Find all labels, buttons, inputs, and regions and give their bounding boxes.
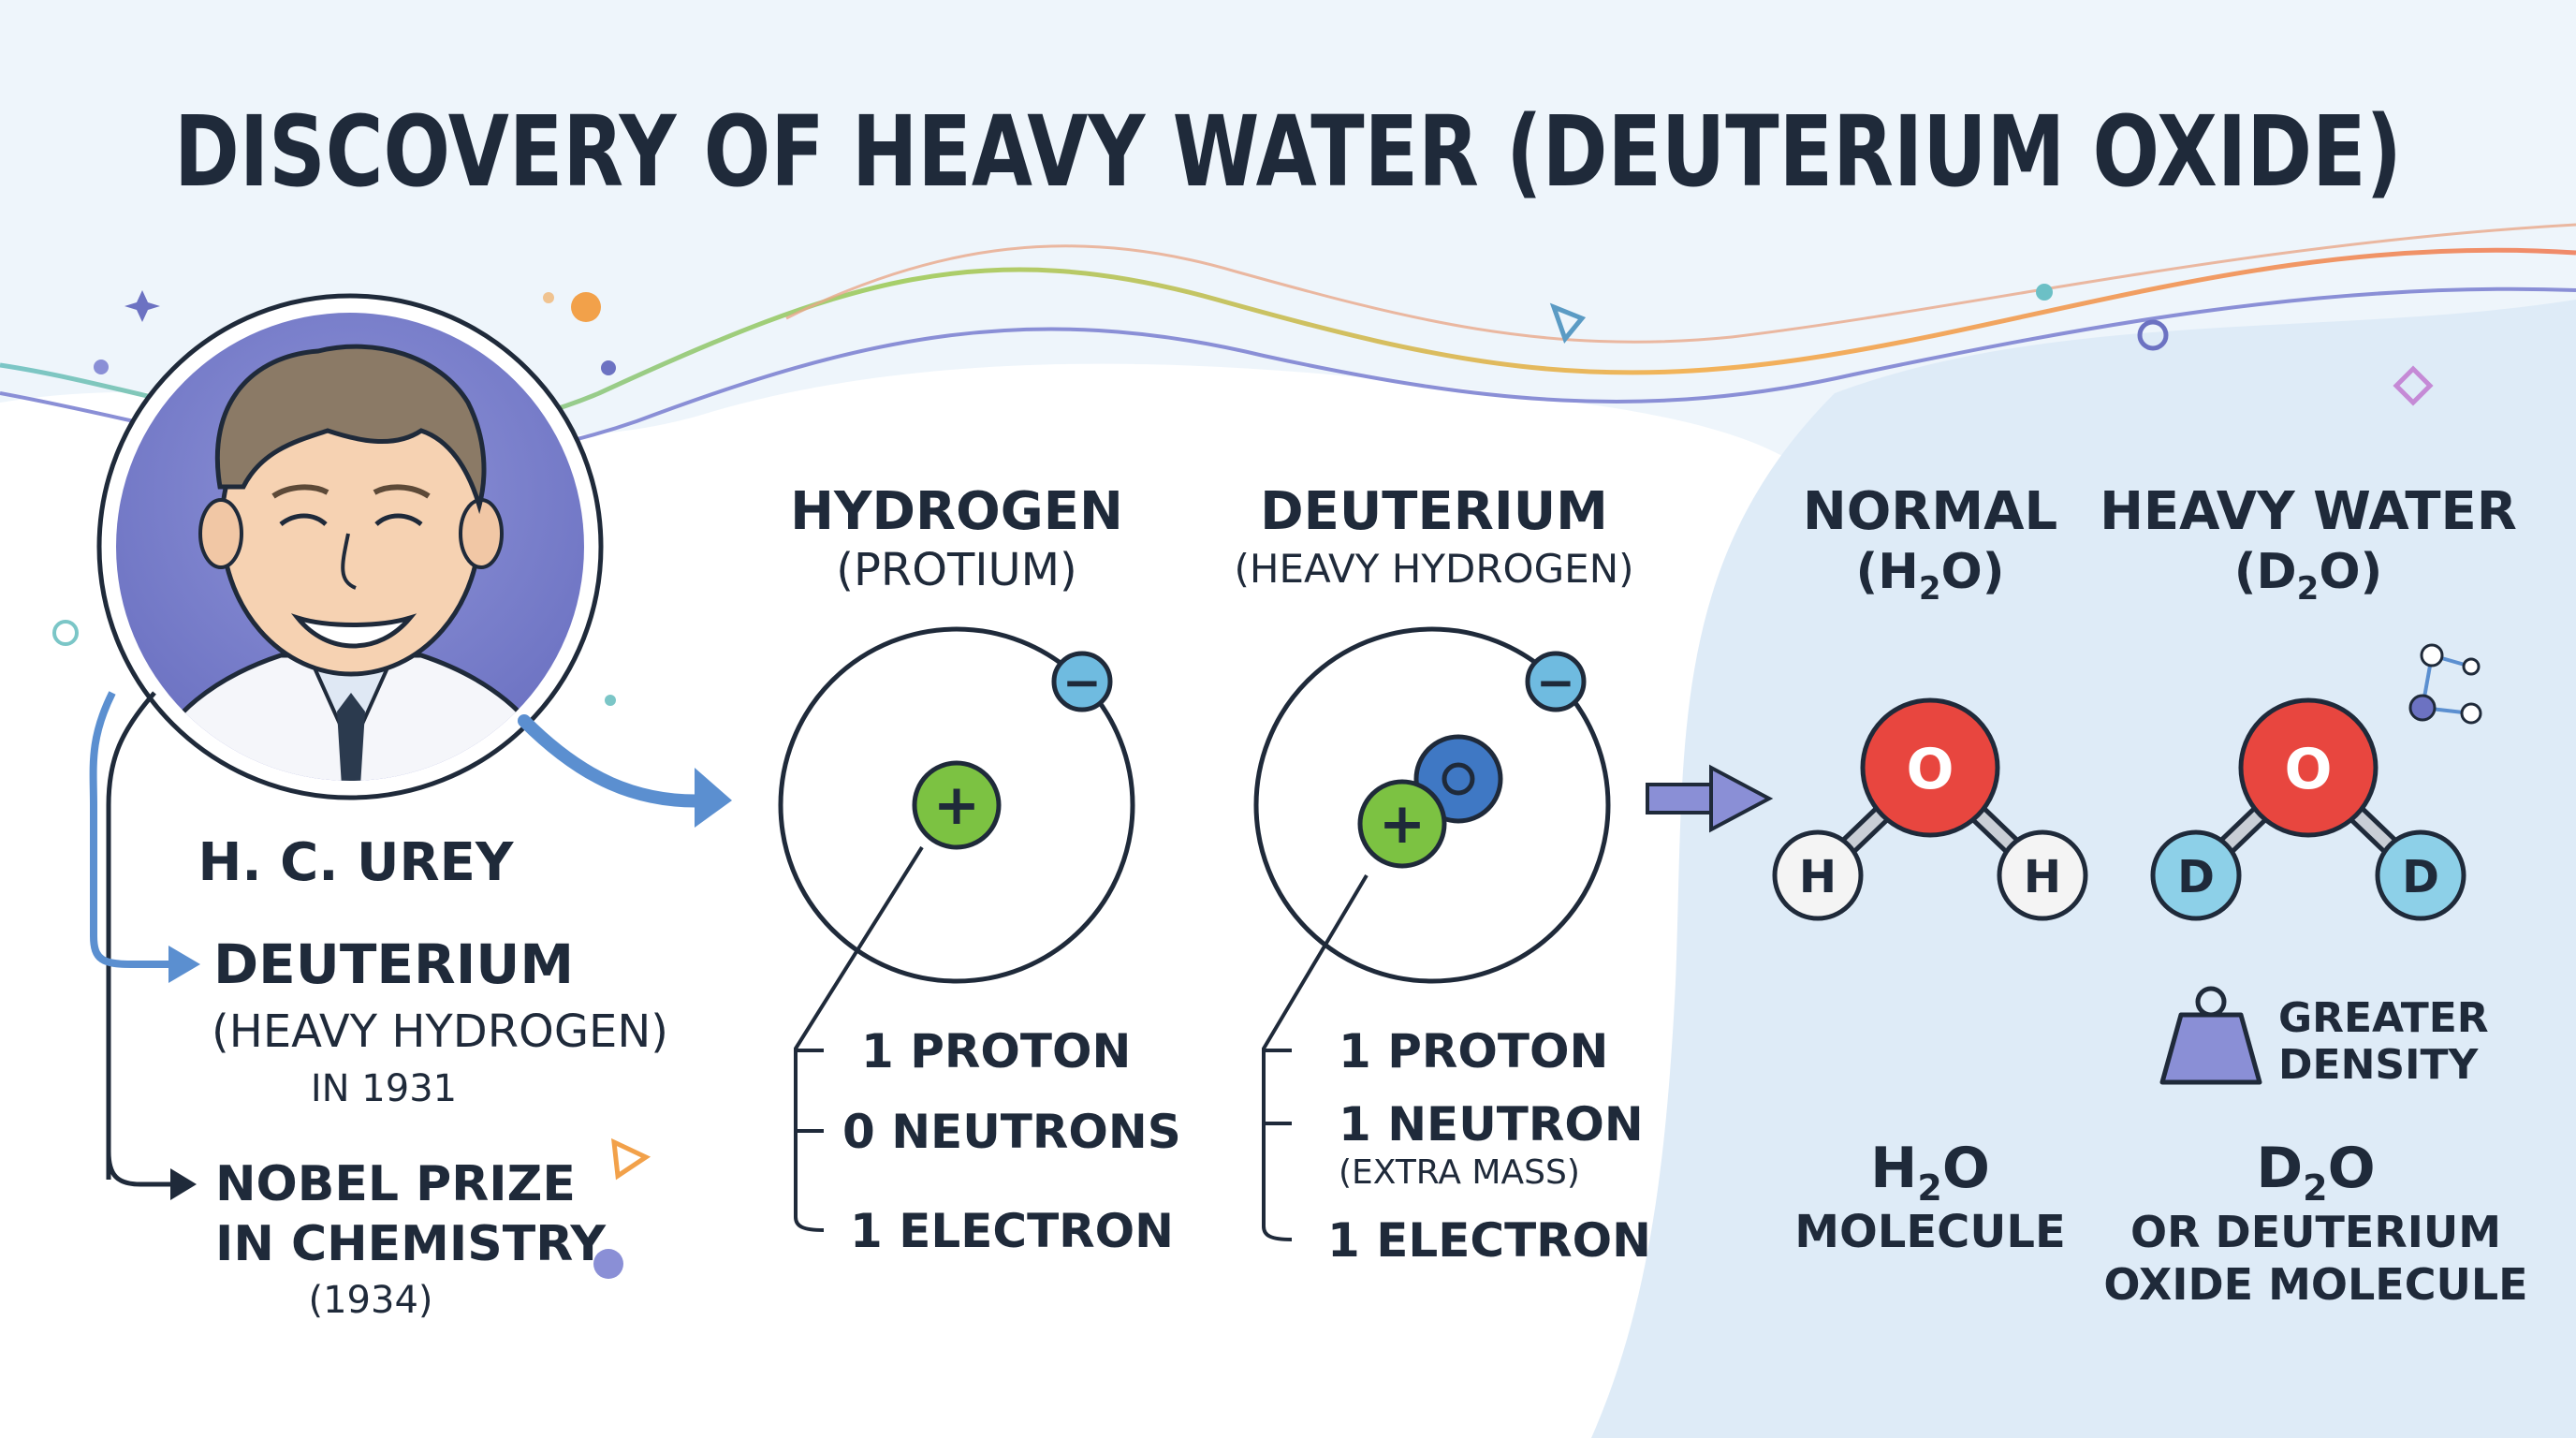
electron-symbol: − bbox=[1062, 655, 1102, 710]
label-connector bbox=[1262, 1049, 1293, 1241]
arrow-right-icon bbox=[170, 1168, 197, 1200]
heavy-water-formula: (D2O) bbox=[2234, 544, 2383, 608]
oxygen-label: O bbox=[2284, 737, 2332, 802]
confetti-dot bbox=[2036, 284, 2053, 301]
diamond-icon bbox=[2393, 365, 2434, 406]
hydrogen-label: H bbox=[2024, 851, 2061, 903]
density-line1: GREATER bbox=[2278, 994, 2489, 1042]
electron bbox=[1051, 651, 1113, 712]
page-title: DISCOVERY OF HEAVY WATER (DEUTERIUM OXID… bbox=[174, 95, 2402, 209]
decorative-wave-3 bbox=[785, 223, 2576, 344]
proton bbox=[1357, 779, 1447, 869]
deuterium-label: D bbox=[2402, 851, 2439, 903]
proton bbox=[912, 760, 1002, 850]
confetti-dot bbox=[571, 292, 601, 322]
arrow-right-icon bbox=[168, 946, 200, 983]
arrow-right-icon bbox=[518, 714, 718, 808]
heavy-water-caption-line3: OXIDE MOLECULE bbox=[2103, 1259, 2527, 1310]
discovery-year: IN 1931 bbox=[311, 1067, 457, 1110]
confetti-dot bbox=[605, 695, 616, 706]
proton-symbol: + bbox=[933, 772, 980, 838]
confetti-dot bbox=[601, 360, 616, 375]
deuterium-label: D bbox=[2177, 851, 2215, 903]
hydrogen-atom-diagram: + − bbox=[778, 626, 1135, 1232]
prize-line1: NOBEL PRIZE bbox=[215, 1156, 576, 1212]
prize-year: (1934) bbox=[308, 1279, 432, 1322]
hydrogen-label: H bbox=[1799, 851, 1837, 903]
deuterium-electron-count: 1 ELECTRON bbox=[1327, 1213, 1651, 1268]
scientist-name: H. C. UREY bbox=[198, 832, 515, 893]
heavy-water-molecule: O D D bbox=[2150, 697, 2466, 921]
arrow-right-icon bbox=[1709, 764, 1774, 833]
hydrogen-title: HYDROGEN bbox=[790, 481, 1123, 542]
hydrogen-proton-count: 1 PROTON bbox=[861, 1024, 1131, 1078]
timeline-connector bbox=[106, 1151, 178, 1187]
confetti-dot bbox=[593, 1249, 623, 1279]
confetti-dot bbox=[543, 292, 554, 303]
triangle-icon bbox=[1549, 302, 1587, 345]
timeline-connector bbox=[106, 691, 156, 1180]
normal-water-formula: (H2O) bbox=[1856, 544, 2005, 608]
deuterium-orbit bbox=[1253, 626, 1611, 984]
sparkle-icon bbox=[124, 290, 160, 322]
triangle-icon bbox=[611, 1137, 651, 1181]
discovery-line2: (HEAVY HYDROGEN) bbox=[212, 1005, 668, 1058]
normal-water-caption-formula: H2O bbox=[1870, 1136, 1990, 1209]
hydrogen-atom-left bbox=[1772, 829, 1864, 921]
hydrogen-atom-right bbox=[1997, 829, 2088, 921]
confetti-ring bbox=[2137, 319, 2169, 351]
heavy-water-caption-line2: OR DEUTERIUM bbox=[2130, 1207, 2501, 1257]
hydrogen-electron-count: 1 ELECTRON bbox=[850, 1204, 1174, 1258]
density-line2: DENSITY bbox=[2278, 1041, 2479, 1089]
prize-line2: IN CHEMISTRY bbox=[215, 1216, 607, 1272]
confetti-ring bbox=[52, 620, 79, 646]
arrow-right-icon bbox=[695, 768, 732, 828]
oxygen-atom bbox=[1860, 697, 2000, 838]
electron-symbol: − bbox=[1536, 655, 1575, 710]
oxygen-label: O bbox=[1906, 737, 1954, 802]
molecule-icon bbox=[2408, 643, 2482, 725]
normal-water-caption: MOLECULE bbox=[1794, 1206, 2066, 1258]
confetti-dot bbox=[94, 360, 109, 374]
timeline-connector bbox=[89, 691, 178, 968]
deuterium-atom-right bbox=[2375, 829, 2466, 921]
hydrogen-subtitle: (PROTIUM) bbox=[836, 544, 1077, 596]
label-connector bbox=[794, 1049, 825, 1232]
electron bbox=[1525, 651, 1587, 712]
deuterium-title: DEUTERIUM bbox=[1260, 481, 1608, 542]
deuterium-neutron-note: (EXTRA MASS) bbox=[1339, 1153, 1580, 1192]
deuterium-subtitle: (HEAVY HYDROGEN) bbox=[1235, 546, 1634, 592]
normal-water-title: NORMAL bbox=[1803, 481, 2057, 542]
neutron-inner-ring bbox=[1442, 762, 1475, 796]
heavy-water-title: HEAVY WATER bbox=[2100, 481, 2517, 542]
deuterium-atom-diagram: + − bbox=[1253, 626, 1611, 1241]
hydrogen-neutron-count: 0 NEUTRONS bbox=[842, 1105, 1181, 1159]
hydrogen-orbit bbox=[778, 626, 1135, 984]
proton-symbol: + bbox=[1379, 791, 1426, 857]
deuterium-neutron-count: 1 NEUTRON bbox=[1339, 1097, 1644, 1152]
scientist-portrait-icon bbox=[96, 293, 604, 800]
deuterium-atom-left bbox=[2150, 829, 2242, 921]
oxygen-atom bbox=[2238, 697, 2378, 838]
normal-water-molecule: O H H bbox=[1772, 697, 2088, 921]
weight-icon bbox=[2159, 986, 2262, 1085]
deuterium-proton-count: 1 PROTON bbox=[1339, 1024, 1608, 1078]
discovery-line1: DEUTERIUM bbox=[213, 932, 574, 996]
heavy-water-caption-formula: D2O bbox=[2256, 1136, 2375, 1209]
arrow-right-icon bbox=[1646, 783, 1715, 814]
